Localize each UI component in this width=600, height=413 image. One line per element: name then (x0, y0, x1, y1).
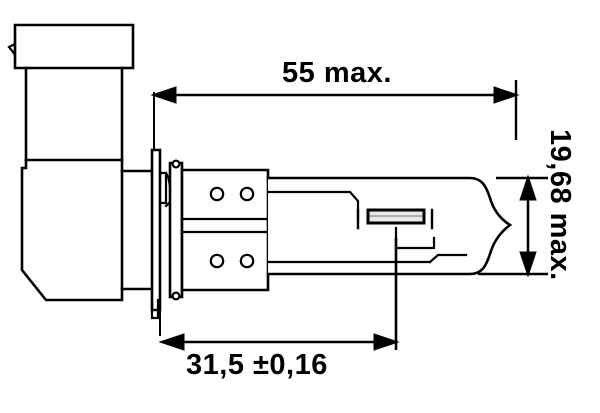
locating-hole-top-left (209, 186, 225, 202)
connector-barrel-sides (24, 66, 124, 162)
bulb-neck (120, 169, 154, 291)
connector-cap (13, 23, 135, 70)
locating-hole-bottom-right (239, 253, 255, 269)
arrowhead-length-left (150, 86, 177, 104)
arrowhead-seating-left (158, 333, 185, 351)
flange-pin-top (171, 159, 181, 169)
dimension-label-height: 19,68 max. (544, 129, 576, 281)
arrowhead-length-right (493, 86, 520, 104)
arrowhead-height-bottom (519, 251, 537, 278)
flange-ring (168, 161, 184, 299)
arrowhead-height-top (519, 174, 537, 201)
flange-plate (150, 148, 162, 312)
locating-hole-top-right (239, 186, 255, 202)
arrowhead-seating-right (373, 333, 400, 351)
connector-cap-notch (7, 42, 17, 57)
glass-envelope (266, 176, 513, 276)
base-holder (180, 168, 270, 292)
dimension-label-length: 55 max. (282, 57, 392, 89)
dimension-label-seating-length: 31,5 ±0,16 (186, 349, 328, 381)
flange-pin-bottom (171, 291, 181, 301)
locating-hole-bottom-left (209, 253, 225, 269)
flange-bottom-tab (150, 298, 160, 320)
flange-seal-slot (158, 171, 168, 205)
filament-support-posts (356, 208, 434, 230)
envelope-inner-lower-step (428, 253, 468, 264)
connector-body (20, 158, 124, 302)
